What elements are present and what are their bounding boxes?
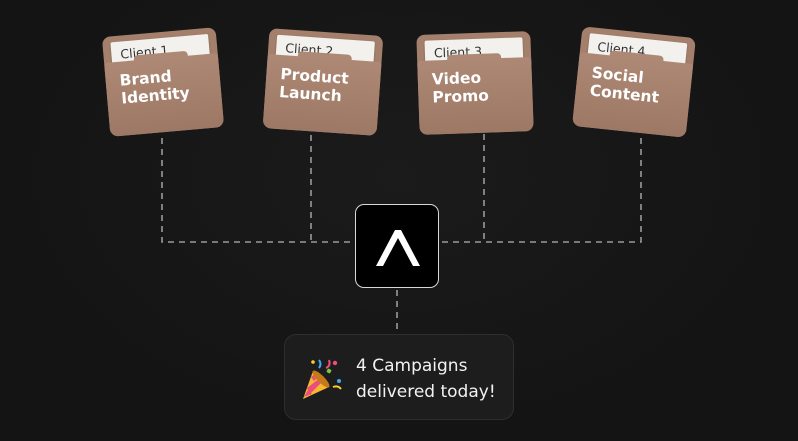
caret-up-logo-icon xyxy=(376,230,420,266)
folder-client-4[interactable]: Client 4 Social Content xyxy=(572,26,696,138)
folder-title: Video Promo xyxy=(432,67,525,107)
hub-logo[interactable] xyxy=(355,204,439,288)
folder-client-1[interactable]: Client 1 Brand Identity xyxy=(101,27,225,137)
connector-client-1 xyxy=(161,138,355,243)
folder-title-line2: Promo xyxy=(432,86,490,107)
party-popper-icon xyxy=(303,359,342,399)
delivery-notification: 4 Campaigns delivered today! xyxy=(284,334,514,420)
notification-line2: delivered today! xyxy=(356,382,496,402)
notification-line1: 4 Campaigns xyxy=(356,356,468,376)
connector-client-4 xyxy=(439,138,642,243)
folder-client-2[interactable]: Client 2 Product Launch xyxy=(262,28,384,136)
notification-message: 4 Campaigns delivered today! xyxy=(356,353,496,405)
folder-client-3[interactable]: Client 3 Video Promo xyxy=(416,31,534,135)
folder-title: Product Launch xyxy=(279,65,373,107)
